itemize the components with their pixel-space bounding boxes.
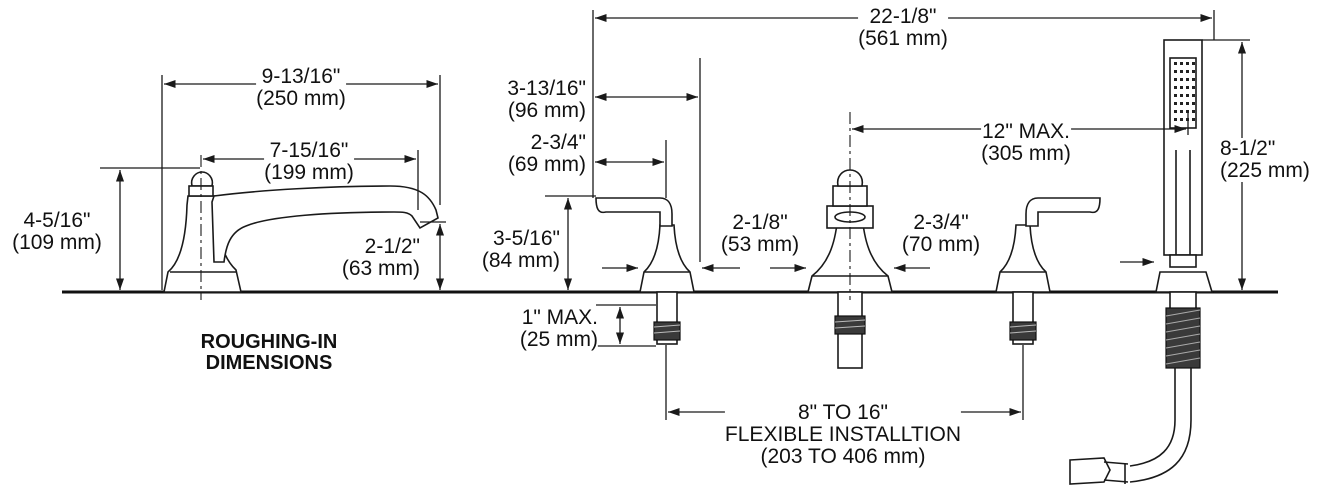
handle-spread-label: 8" TO 16"FLEXIBLE INSTALLTION(203 TO 406… — [724, 401, 962, 468]
diverter-base-dia-label: 2-3/4"(70 mm) — [901, 211, 981, 256]
handshower — [1069, 39, 1214, 485]
spout-height-label: 4-5/16"(109 mm) — [12, 209, 102, 254]
handle-height-label: 3-5/16"(84 mm) — [481, 227, 560, 272]
left-handle-valve — [595, 197, 695, 345]
tub-spout — [163, 171, 439, 293]
spout-outlet-height-label: 2-1/2"(63 mm) — [341, 235, 420, 280]
overall-width-label: 22-1/8"(561 mm) — [858, 5, 948, 50]
right-handle-valve — [995, 197, 1101, 345]
spout-length-label: 9-13/16"(250 mm) — [256, 65, 346, 110]
spout-reach-label: 7-15/16"(199 mm) — [264, 139, 354, 184]
handshower-height-label: 8-1/2"(225 mm) — [1220, 137, 1310, 182]
handle-reach-label: 2-3/4"(69 mm) — [507, 131, 586, 176]
handle-length-label: 3-13/16"(96 mm) — [507, 77, 586, 122]
deck-thickness-label: 1" MAX.(25 mm) — [519, 306, 598, 351]
handle-base-dia-label: 2-1/8"(53 mm) — [720, 211, 800, 256]
handshower-spacing-label: 12" MAX.(305 mm) — [981, 120, 1071, 165]
